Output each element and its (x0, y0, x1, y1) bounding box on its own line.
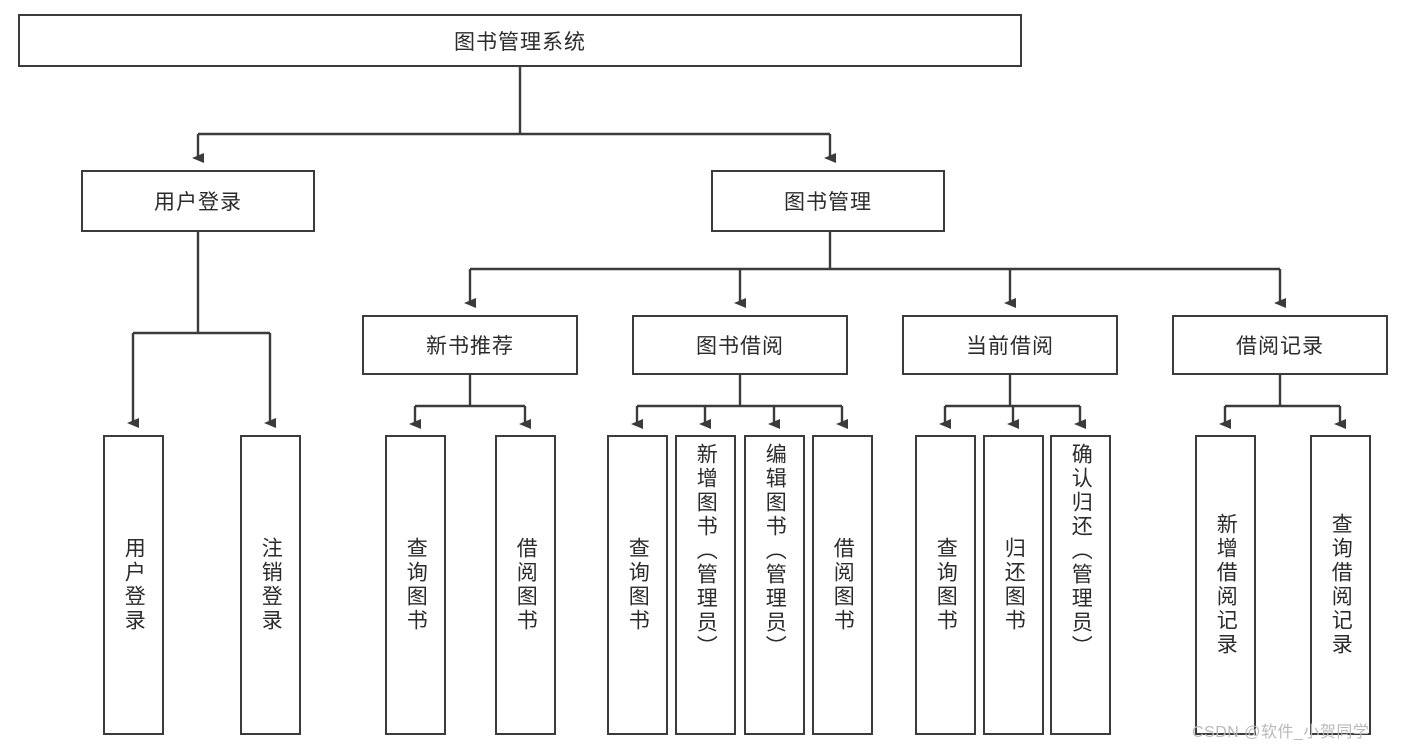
leaf-label: 查询图书 (934, 537, 958, 633)
node-new-book-recommend[interactable]: 新书推荐 (362, 315, 578, 375)
node-root-system[interactable]: 图书管理系统 (18, 14, 1022, 67)
node-leaf-query-borrow-record[interactable]: 查询借阅记录 (1310, 435, 1371, 735)
leaf-label: 注销登录 (259, 537, 283, 633)
node-leaf-add-book-admin[interactable]: 新增图书（管理员） (675, 435, 736, 735)
node-leaf-return-book[interactable]: 归还图书 (983, 435, 1044, 735)
node-leaf-user-login[interactable]: 用户登录 (103, 435, 164, 735)
node-leaf-logout[interactable]: 注销登录 (240, 435, 301, 735)
leaf-label: 归还图书 (1002, 537, 1026, 633)
node-borrow-record[interactable]: 借阅记录 (1172, 315, 1388, 375)
node-leaf-query-book-cb[interactable]: 查询图书 (915, 435, 976, 735)
leaf-label: 查询借阅记录 (1329, 513, 1353, 657)
leaf-label: 确认归还（管理员） (1069, 443, 1093, 659)
node-leaf-query-book-nb[interactable]: 查询图书 (385, 435, 446, 735)
node-leaf-edit-book-admin[interactable]: 编辑图书（管理员） (744, 435, 805, 735)
node-book-management[interactable]: 图书管理 (711, 170, 945, 232)
csdn-watermark: CSDN @软件_小贺同学 (1192, 724, 1370, 741)
node-user-login[interactable]: 用户登录 (81, 170, 315, 232)
leaf-label: 查询图书 (404, 537, 428, 633)
leaf-label: 借阅图书 (514, 537, 538, 633)
node-leaf-confirm-return-admin[interactable]: 确认归还（管理员） (1050, 435, 1111, 735)
node-leaf-query-book-bb[interactable]: 查询图书 (607, 435, 668, 735)
node-current-borrow[interactable]: 当前借阅 (902, 315, 1118, 375)
leaf-label: 借阅图书 (831, 537, 855, 633)
leaf-label: 新增借阅记录 (1214, 513, 1238, 657)
node-leaf-add-borrow-record[interactable]: 新增借阅记录 (1195, 435, 1256, 735)
leaf-label: 查询图书 (626, 537, 650, 633)
leaf-label: 用户登录 (122, 537, 146, 633)
leaf-label: 编辑图书（管理员） (763, 443, 787, 659)
node-book-borrow[interactable]: 图书借阅 (632, 315, 848, 375)
node-leaf-borrow-book-nb[interactable]: 借阅图书 (495, 435, 556, 735)
leaf-label: 新增图书（管理员） (694, 443, 718, 659)
node-leaf-borrow-book-bb[interactable]: 借阅图书 (812, 435, 873, 735)
